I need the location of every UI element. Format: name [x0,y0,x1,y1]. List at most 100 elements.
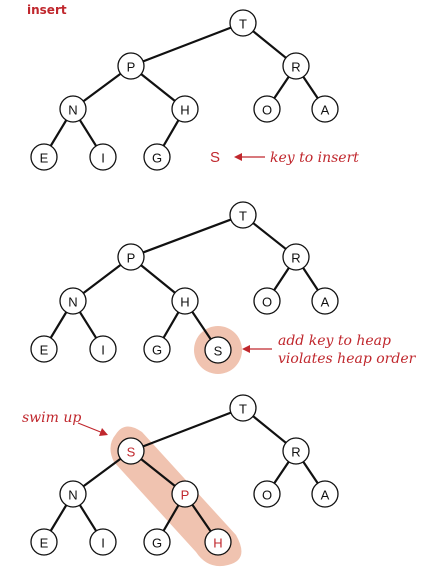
node-circle [143,528,171,556]
node-circle [171,480,199,508]
node-label: R [291,60,300,75]
node-label: E [40,343,49,358]
heap-node-A: A [311,480,339,508]
heap-node-O: O [253,287,281,315]
edge-P-H [140,72,176,103]
node-circle [117,243,145,271]
node-circle [117,52,145,80]
node-label: T [239,402,247,417]
node-circle [311,480,339,508]
node-circle [229,394,257,422]
edge-N-I [78,118,98,148]
heap-node-T: T [229,9,257,37]
panel-swim-up: T S R N P O A E I G H swim up [22,394,339,567]
swim-arrow-head [99,428,108,436]
node-label: T [239,17,247,32]
node-circle [253,287,281,315]
node-label: N [68,295,77,310]
violation-arrow-head [242,345,250,353]
heap-node-H: H [204,528,232,556]
panel-insert: insert T P R N H O A E I G S key to insert [27,3,359,171]
node-circle [171,95,199,123]
heap-node-T: T [229,394,257,422]
node-circle [143,335,171,363]
heap-node-R: R [282,437,310,465]
edge-H-G [162,311,180,339]
node-label: O [262,103,272,118]
heap-node-P: P [117,52,145,80]
node-circle [143,143,171,171]
node-label: A [321,295,330,310]
node-circle [229,9,257,37]
edge-R-A [302,266,319,292]
node-circle [253,95,281,123]
swim-annotation: swim up [22,410,81,426]
edge-P-N [82,72,122,103]
node-label: I [101,151,105,166]
node-circle [311,287,339,315]
heap-node-N: N [59,287,87,315]
node-label: O [262,488,272,503]
node-label: G [152,343,162,358]
node-circle [30,143,58,171]
node-label: P [181,488,190,503]
violation-annotation-line-2: violates heap order [278,351,417,367]
node-label: I [101,536,105,551]
node-circle [229,201,257,229]
heap-node-E: E [30,528,58,556]
node-circle [282,437,310,465]
node-circle [282,52,310,80]
edge-H-S [191,310,212,341]
new-key: S [210,149,220,166]
node-circle [59,95,87,123]
panel-title: insert [27,3,67,17]
edge-T-P [142,218,232,254]
edge-H-G [162,119,180,147]
node-circle [30,528,58,556]
node-label: H [213,536,222,551]
node-label: N [68,488,77,503]
node-label: N [68,103,77,118]
heap-node-E: E [30,143,58,171]
node-circle [117,437,145,465]
node-circle [89,143,117,171]
node-circle [59,287,87,315]
node-label: H [180,103,189,118]
heap-node-I: I [89,143,117,171]
node-circle [204,528,232,556]
key-arrow-head [234,153,242,161]
edge-R-O [273,75,290,100]
node-circle [311,95,339,123]
swim-arrow [77,422,104,434]
heap-node-I: I [89,335,117,363]
heap-node-H: H [171,287,199,315]
node-circle [89,528,117,556]
key-annotation: key to insert [270,150,359,166]
edge-N-I [78,503,98,533]
node-label: E [40,536,49,551]
heap-node-R: R [282,52,310,80]
edge-S-P [140,457,176,488]
heap-node-N: N [59,95,87,123]
node-label: O [262,295,272,310]
heap-node-N: N [59,480,87,508]
heap-node-T: T [229,201,257,229]
node-label: G [152,536,162,551]
edge-N-E [49,504,68,532]
heap-node-O: O [253,480,281,508]
edge-N-E [49,119,68,147]
node-circle [59,480,87,508]
heap-node-G: G [143,528,171,556]
heap-node-A: A [311,95,339,123]
node-label: T [239,209,247,224]
node-label: P [127,251,136,266]
edge-T-R [251,30,288,59]
edge-T-P [142,26,232,63]
heap-node-S: S [117,437,145,465]
node-label: H [180,295,189,310]
node-label: G [152,151,162,166]
heap-node-I: I [89,528,117,556]
edge-T-R [252,221,287,251]
node-label: A [321,488,330,503]
